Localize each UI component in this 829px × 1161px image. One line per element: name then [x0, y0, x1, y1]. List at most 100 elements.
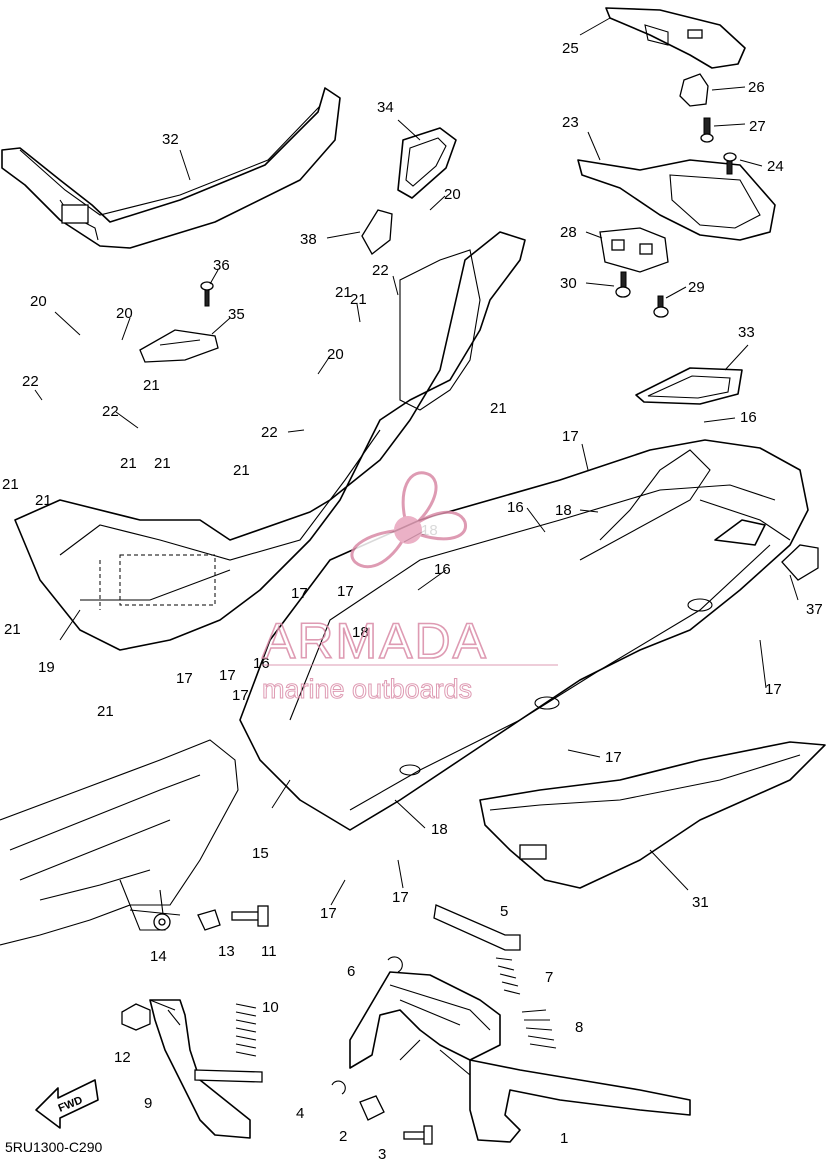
callout-20d: 20 [116, 305, 133, 322]
callout-16b: 16 [507, 499, 524, 516]
watermark-brand: ARMADA [262, 613, 488, 669]
callout-18a: 18 [555, 502, 572, 519]
part-35-bracket [139, 329, 219, 363]
part-3-bolt [403, 1125, 433, 1145]
side-stand [149, 999, 263, 1139]
callout-2: 2 [339, 1128, 347, 1145]
part-12-nut [121, 1003, 151, 1031]
callout-22b: 22 [22, 373, 39, 390]
callout-10: 10 [262, 999, 279, 1016]
callout-11: 11 [261, 943, 277, 960]
callout-18d: 18 [431, 821, 448, 838]
callout-29: 29 [688, 279, 705, 296]
callout-30: 30 [560, 275, 577, 292]
callout-21a: 21 [335, 284, 352, 301]
callout-3: 3 [378, 1146, 386, 1161]
diagram-code: 5RU1300-C290 [5, 1139, 102, 1155]
callout-37: 37 [806, 601, 823, 618]
callout-32: 32 [162, 131, 179, 148]
part-5-pin [433, 904, 521, 951]
part-31-side-cover [479, 741, 826, 889]
part-8-spring [521, 1009, 557, 1049]
callout-27: 27 [749, 118, 766, 135]
part-2-collar [359, 1095, 385, 1121]
watermark-propeller-icon [350, 471, 467, 569]
callout-21k: 21 [350, 291, 367, 308]
callout-21j: 21 [97, 703, 114, 720]
callout-22d: 22 [261, 424, 278, 441]
callout-9: 9 [144, 1095, 152, 1112]
callout-17j: 17 [232, 687, 249, 704]
callout-17h: 17 [392, 889, 409, 906]
callout-8: 8 [575, 1019, 583, 1036]
callout-33: 33 [738, 324, 755, 341]
part-23-panel [577, 159, 776, 241]
callout-22a: 22 [372, 262, 389, 279]
callout-21g: 21 [2, 476, 19, 493]
callout-20c: 20 [30, 293, 47, 310]
callout-16d: 16 [253, 655, 270, 672]
part-33-lid [635, 367, 743, 405]
callout-17i: 17 [320, 905, 337, 922]
callout-18c: 18 [352, 624, 369, 641]
callout-21i: 21 [4, 621, 21, 638]
watermark: ARMADA marine outboards [261, 471, 558, 705]
callout-22c: 22 [102, 403, 119, 420]
callout-38: 38 [300, 231, 317, 248]
callout-28: 28 [560, 224, 577, 241]
callout-17e: 17 [219, 667, 236, 684]
part-19-footboard [14, 231, 526, 651]
callout-23: 23 [562, 114, 579, 131]
part-24-screw [723, 152, 737, 175]
fwd-arrow-icon [35, 1079, 99, 1129]
main-stand [349, 971, 691, 1143]
part-28-bracket [599, 227, 669, 273]
callout-6: 6 [347, 963, 355, 980]
part-4-clip [331, 1080, 346, 1095]
callout-19: 19 [38, 659, 55, 676]
callout-7: 7 [545, 969, 553, 986]
callout-15: 15 [252, 845, 269, 862]
callout-16c: 16 [434, 561, 451, 578]
callout-25: 25 [562, 40, 579, 57]
part-27-screw [700, 117, 714, 143]
callout-17a: 17 [562, 428, 579, 445]
part-7-spring [495, 957, 521, 995]
callout-17g: 17 [605, 749, 622, 766]
part-26-bracket [679, 73, 709, 107]
callout-21h: 21 [35, 492, 52, 509]
part-10-spring [235, 1003, 257, 1057]
part-13-collar [197, 909, 221, 931]
callout-36: 36 [213, 257, 230, 274]
callout-21b: 21 [143, 377, 160, 394]
callout-26: 26 [748, 79, 765, 96]
part-34-trim [397, 127, 457, 199]
part-14-washer [153, 913, 171, 931]
callouts: 1 2 3 4 5 6 7 8 9 10 11 12 13 14 15 16 1… [2, 40, 823, 1161]
part-37-cap [781, 544, 819, 581]
callout-16a: 16 [740, 409, 757, 426]
callout-14: 14 [150, 948, 167, 965]
callout-17c: 17 [337, 583, 354, 600]
callout-21c: 21 [490, 400, 507, 417]
part-32-front-cover [1, 87, 341, 249]
leader-lines [34, 17, 799, 906]
callout-1: 1 [560, 1130, 568, 1147]
callout-31: 31 [692, 894, 709, 911]
part-25-handle-cover [605, 7, 746, 69]
callout-12: 12 [114, 1049, 131, 1066]
callout-4: 4 [296, 1105, 304, 1122]
part-11-bolt [231, 905, 269, 927]
callout-21d: 21 [120, 455, 137, 472]
watermark-tagline: marine outboards [262, 674, 472, 704]
part-29-30-bolts [615, 271, 669, 318]
callout-13: 13 [218, 943, 235, 960]
callout-17f: 17 [765, 681, 782, 698]
callout-24: 24 [767, 158, 784, 175]
callout-21f: 21 [233, 462, 250, 479]
callout-17b: 17 [291, 585, 308, 602]
part-36-screw [200, 281, 214, 307]
callout-35: 35 [228, 306, 245, 323]
callout-20a: 20 [444, 186, 461, 203]
